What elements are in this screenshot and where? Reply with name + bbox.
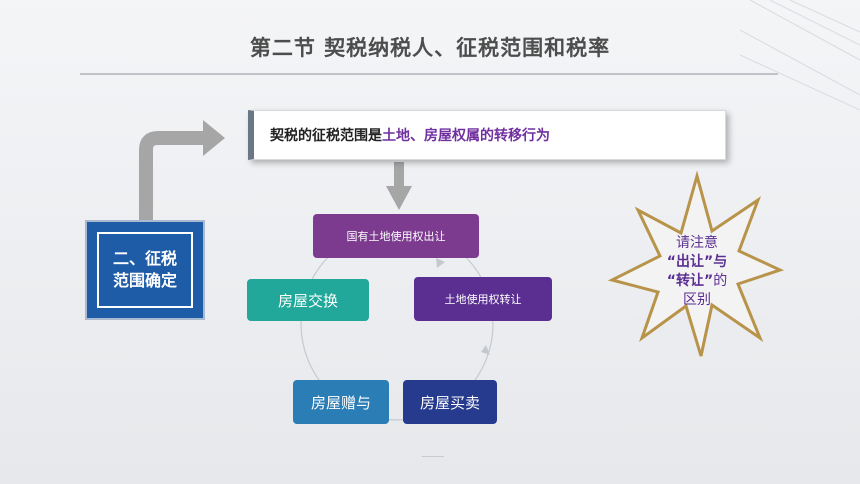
node-land-use-transfer: 土地使用权转让 [414,277,552,321]
down-arrow-shaft [394,162,404,188]
scope-statement-highlight: 土地、房屋权属的转移行为 [382,128,550,144]
bottom-divider [422,456,444,457]
section-heading-line2: 范围确定 [112,271,177,290]
note-quote-transfer: “转让” [666,273,714,289]
bent-arrow-head [203,120,225,156]
section-heading-inner: 二、征税 范围确定 [97,232,193,308]
section-heading-line1: 二、征税 [112,249,177,268]
decorative-lines [740,0,860,110]
starburst-note: 请注意 “出让”与 “转让”的 区别 [649,234,745,310]
section-heading-box: 二、征税 范围确定 [85,220,205,320]
scope-statement-prefix: 契税的征税范围是 [270,128,382,144]
down-arrow-head [386,186,412,210]
note-quote-grant: “出让” [666,254,714,270]
ring-arrow-2 [481,345,490,355]
node-house-sale: 房屋买卖 [403,380,497,424]
starburst-shape [607,170,785,357]
node-state-land-grant: 国有土地使用权出让 [313,214,479,258]
note-and: 与 [713,254,728,270]
ring-arrow-1 [436,258,445,268]
node-house-exchange: 房屋交换 [247,279,369,321]
note-line4: 区别 [683,292,711,308]
scope-statement-box: 契税的征税范围是土地、房屋权属的转移行为 [248,110,726,160]
page-title: 第二节 契税纳税人、征税范围和税率 [249,36,611,60]
note-line1: 请注意 [676,235,718,251]
title-divider [80,73,778,75]
note-of: 的 [713,273,728,289]
node-house-gift: 房屋赠与 [293,380,389,424]
bent-arrow [139,131,203,220]
